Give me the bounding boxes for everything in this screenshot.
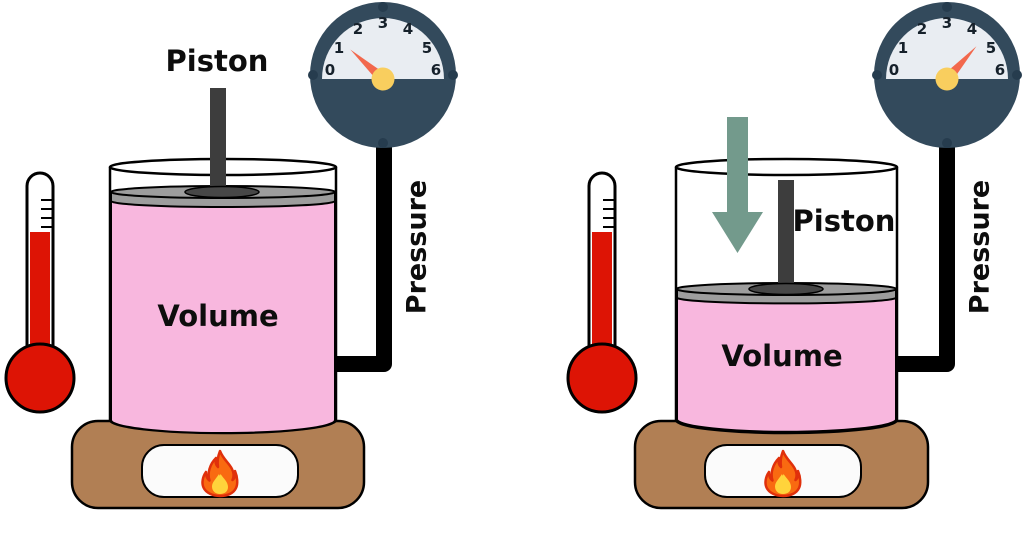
flame-icon [201,449,239,498]
svg-text:2: 2 [917,20,927,38]
volume-label: Volume [157,299,278,333]
gauge-bolts [308,2,458,148]
panel-before-compression: Piston Volume Pressure 0 [4,2,458,510]
svg-text:4: 4 [967,20,977,38]
pressure-tube [889,132,955,372]
thermometer [4,171,76,414]
thermometer-bulb [4,342,76,414]
piston-label: Piston [166,44,269,78]
gas-volume [676,292,897,433]
piston-rod [778,180,794,291]
piston-rod [210,88,226,194]
volume-label: Volume [721,339,842,373]
thermometer-ticks [41,199,53,228]
svg-text:3: 3 [378,14,388,32]
pressure-label: Pressure [965,180,996,314]
pressure-tube [326,132,392,372]
gauge-tick-labels: 0 1 2 3 4 5 6 [889,14,1005,79]
svg-text:3: 3 [942,14,952,32]
svg-text:2: 2 [353,20,363,38]
svg-text:5: 5 [422,39,432,57]
thermometer [566,171,638,414]
thermometer-column [592,232,612,360]
piston-label: Piston [793,204,896,238]
gauge-dial [886,18,1008,79]
thermometer-bulb [566,342,638,414]
gauge-hub [935,67,959,91]
svg-text:1: 1 [334,39,344,57]
svg-text:0: 0 [889,61,899,79]
gas-volume [110,195,336,434]
cylinder-rim [674,157,899,177]
gauge-dial [322,18,444,79]
flame-icon [764,449,802,498]
piston-rod-socket [748,282,824,296]
pressure-gauge: 0 1 2 3 4 5 6 [308,2,458,148]
thermometer-column [30,232,50,360]
svg-text:5: 5 [986,39,996,57]
svg-text:4: 4 [403,20,413,38]
svg-text:6: 6 [431,61,441,79]
gauge-bolts [872,2,1022,148]
svg-text:6: 6 [995,61,1005,79]
svg-text:1: 1 [898,39,908,57]
gauge-tick-labels: 0 1 2 3 4 5 6 [325,14,441,79]
down-arrow-icon [712,117,763,253]
pressure-label: Pressure [402,180,433,314]
gauge-hub [371,67,395,91]
piston-rod-socket [184,185,260,199]
svg-text:0: 0 [325,61,335,79]
pressure-gauge: 0 1 2 3 4 5 6 [872,2,1022,148]
panel-after-compression: Piston Volume Pressure 0 [566,2,1022,510]
thermometer-ticks [603,199,615,228]
